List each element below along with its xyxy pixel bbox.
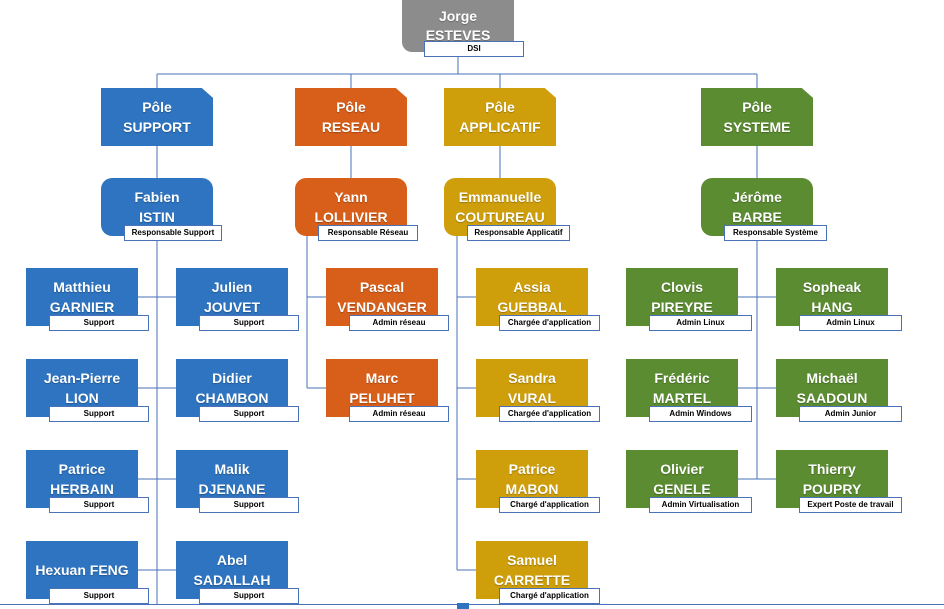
member-role: Chargée d'application [499, 406, 600, 422]
dsi-role: DSI [424, 41, 524, 57]
member-last-name: LION [65, 390, 99, 406]
member-last-name: PELUHET [349, 390, 415, 406]
member-first-name: Clovis [660, 279, 703, 295]
member-last-name: CHAMBON [195, 390, 269, 406]
member-systeme-4: Michaël SAADOUN [776, 359, 888, 417]
member-first-name: Michaël [806, 370, 858, 386]
lead-reseau-last: LOLLIVIER [314, 209, 388, 225]
pole-support-line2: SUPPORT [123, 119, 191, 135]
member-role: Chargée d'application [499, 315, 600, 331]
pole-applicatif-line2: APPLICATIF [459, 119, 541, 135]
member-role: Support [199, 497, 299, 513]
member-first-name: Abel [216, 552, 248, 568]
member-role: Support [49, 406, 149, 422]
member-first-name: Matthieu [53, 279, 111, 295]
member-role: Admin Linux [649, 315, 752, 331]
lead-systeme-role: Responsable Système [724, 225, 827, 241]
pole-applicatif-line1: Pôle [485, 99, 515, 115]
member-first-name: Frédéric [654, 370, 710, 386]
dsi-first-name: Jorge [438, 8, 478, 24]
pole-systeme: Pôle SYSTEME [701, 88, 813, 146]
member-first-name: Patrice [508, 461, 556, 477]
member-role: Chargé d'application [499, 497, 600, 513]
lead-applicatif-role: Responsable Applicatif [467, 225, 570, 241]
pole-systeme-line2: SYSTEME [723, 119, 791, 135]
member-first-name: Didier [212, 370, 252, 386]
member-last-name: HERBAIN [50, 481, 114, 497]
member-role: Support [49, 588, 149, 604]
member-last-name: GENELE [653, 481, 711, 497]
lead-systeme-first: Jérôme [732, 189, 782, 205]
member-role: Admin Junior [799, 406, 902, 422]
member-first-name: Julien [211, 279, 253, 295]
member-first-name: Hexuan FENG [35, 562, 129, 578]
member-last-name: CARRETTE [493, 572, 571, 588]
dsi-last-name: ESTEVES [425, 27, 491, 43]
member-role: Admin Windows [649, 406, 752, 422]
member-first-name: Pascal [359, 279, 405, 295]
member-first-name: Assia [513, 279, 551, 295]
member-first-name: Sandra [508, 370, 556, 386]
member-first-name: Jean-Pierre [43, 370, 121, 386]
member-role: Support [49, 497, 149, 513]
scroll-marker[interactable] [457, 603, 469, 609]
member-last-name: VURAL [507, 390, 557, 406]
lead-reseau-role: Responsable Réseau [318, 225, 418, 241]
member-last-name: GARNIER [49, 299, 115, 315]
member-role: Admin réseau [349, 315, 449, 331]
member-last-name: MABON [505, 481, 559, 497]
member-role: Support [49, 315, 149, 331]
member-last-name: HANG [811, 299, 853, 315]
lead-systeme-last: BARBE [732, 209, 782, 225]
lead-support-first: Fabien [134, 189, 180, 205]
member-first-name: Marc [365, 370, 399, 386]
pole-reseau: Pôle RESEAU [295, 88, 407, 146]
page-bottom-edge [0, 604, 944, 605]
member-last-name: VENDANGER [337, 299, 427, 315]
member-last-name: GUEBBAL [497, 299, 567, 315]
member-role: Admin réseau [349, 406, 449, 422]
member-first-name: Olivier [660, 461, 704, 477]
member-role: Support [199, 315, 299, 331]
member-role: Support [199, 588, 299, 604]
member-last-name: DJENANE [198, 481, 266, 497]
pole-reseau-line2: RESEAU [321, 119, 381, 135]
lead-reseau: Yann LOLLIVIER [295, 178, 407, 236]
member-first-name: Malik [214, 461, 250, 477]
lead-reseau-first: Yann [334, 189, 368, 205]
member-role: Admin Virtualisation [649, 497, 752, 513]
member-last-name: SADALLAH [193, 572, 271, 588]
member-first-name: Thierry [808, 461, 856, 477]
member-first-name: Samuel [507, 552, 557, 568]
pole-systeme-line1: Pôle [742, 99, 772, 115]
member-first-name: Patrice [58, 461, 106, 477]
member-last-name: JOUVET [203, 299, 260, 315]
member-role: Chargé d'application [499, 588, 600, 604]
pole-support: Pôle SUPPORT [101, 88, 213, 146]
pole-support-line1: Pôle [142, 99, 172, 115]
pole-reseau-line1: Pôle [336, 99, 366, 115]
member-last-name: POUPRY [802, 481, 862, 497]
member-role: Support [199, 406, 299, 422]
member-role: Admin Linux [799, 315, 902, 331]
member-support-4: Didier CHAMBON [176, 359, 288, 417]
member-last-name: SAADOUN [796, 390, 868, 406]
lead-applicatif-last: COUTUREAU [455, 209, 545, 225]
member-first-name: Sopheak [802, 279, 862, 295]
lead-applicatif-first: Emmanuelle [458, 189, 542, 205]
pole-applicatif: Pôle APPLICATIF [444, 88, 556, 146]
lead-support-last: ISTIN [139, 209, 175, 225]
member-last-name: PIREYRE [651, 299, 713, 315]
lead-support-role: Responsable Support [124, 225, 222, 241]
member-role: Expert Poste de travail [799, 497, 902, 513]
member-last-name: MARTEL [652, 390, 712, 406]
